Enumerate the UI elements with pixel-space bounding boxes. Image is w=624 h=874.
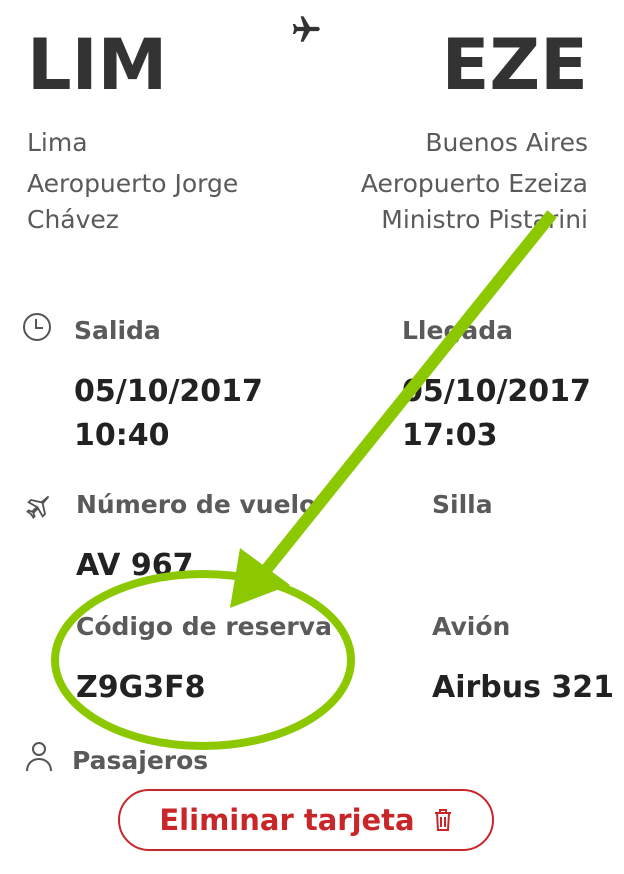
clock-icon: [22, 312, 52, 346]
aircraft-label: Avión: [432, 612, 511, 641]
arrival-date: 05/10/2017: [402, 374, 591, 409]
aircraft: Airbus 321: [432, 670, 615, 705]
destination-city: Buenos Aires: [425, 128, 588, 157]
annotation-circle: [51, 570, 355, 750]
origin-airport: Aeropuerto Jorge Chávez: [27, 169, 239, 234]
departure-time: 10:40: [74, 418, 170, 453]
origin-city: Lima: [27, 128, 88, 157]
delete-card-button[interactable]: Eliminar tarjeta: [118, 789, 494, 851]
seat-label: Silla: [432, 490, 493, 519]
passengers-label: Pasajeros: [72, 746, 209, 775]
flight-number-label: Número de vuelo: [76, 490, 317, 519]
destination-code: EZE: [441, 24, 588, 106]
arrival-time: 17:03: [402, 418, 498, 453]
delete-card-label: Eliminar tarjeta: [159, 803, 415, 837]
annotation-arrow: [257, 210, 557, 579]
trash-icon: [434, 809, 451, 831]
destination-airport: Aeropuerto Ezeiza Ministro Pistarini: [360, 169, 588, 234]
booking-code: Z9G3F8: [76, 670, 206, 705]
booking-code-label: Código de reserva: [76, 612, 332, 641]
origin-code: LIM: [27, 24, 168, 106]
person-icon: [24, 740, 54, 778]
airplane-icon: [24, 492, 52, 526]
departure-date: 05/10/2017: [74, 374, 263, 409]
plane-icon: [288, 12, 326, 50]
departure-label: Salida: [74, 316, 161, 345]
